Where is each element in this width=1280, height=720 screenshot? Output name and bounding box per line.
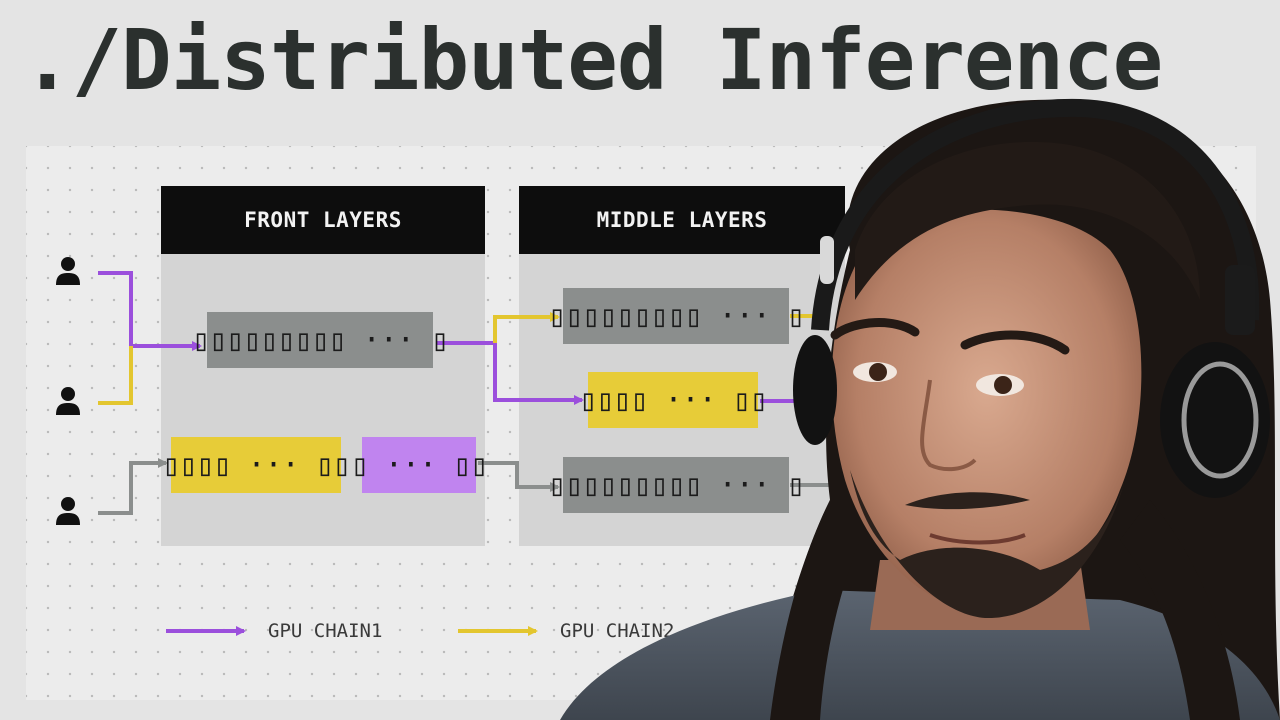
- middle-top-token: ▯▯▯▯▯▯▯▯▯ ··· ▯: [563, 288, 789, 344]
- user-icon: [55, 496, 81, 526]
- front-bottom-token-b: ▯ ··· ▯▯: [362, 437, 476, 493]
- chain1-line-mid: [437, 343, 582, 400]
- user-icon: [55, 386, 81, 416]
- chain3-line-mid: [478, 463, 558, 487]
- chain3-line-input: [98, 463, 166, 513]
- middle-bottom-token: ▯▯▯▯▯▯▯▯▯ ··· ▯: [563, 457, 789, 513]
- front-bottom-token-a: ▯▯▯▯ ··· ▯▯: [171, 437, 341, 493]
- legend-chain1-label: GPU CHAIN1: [268, 620, 382, 642]
- middle-mid-token: ▯▯▯▯ ··· ▯▯: [588, 372, 758, 428]
- legend-chain2-label: GPU CHAIN2: [560, 620, 674, 642]
- chain1-line-input: [98, 273, 200, 346]
- user-icon: [55, 256, 81, 286]
- chain2-line-input: [98, 346, 131, 403]
- front-top-token: ▯▯▯▯▯▯▯▯▯ ··· ▯: [207, 312, 433, 368]
